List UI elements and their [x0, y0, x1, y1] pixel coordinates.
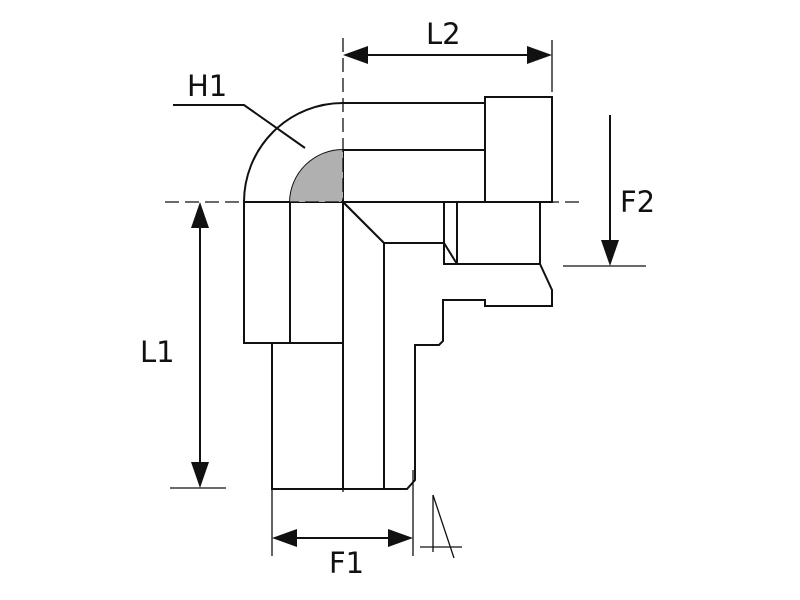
- label-l1: L1: [140, 335, 175, 369]
- section-hatch: [383, 242, 553, 490]
- dimension-f2: F2: [563, 115, 655, 267]
- male-thread: [271, 342, 344, 490]
- dimension-l2: L2: [343, 17, 553, 92]
- bore: [342, 199, 385, 490]
- dimension-l1: L1: [140, 202, 226, 489]
- female-thread: [456, 201, 541, 265]
- label-h1: H1: [187, 69, 227, 103]
- taper-thread-symbol: [420, 494, 462, 559]
- dimension-h1: H1: [173, 69, 306, 149]
- hex-nut: [484, 96, 553, 203]
- dimension-f1: F1: [271, 460, 414, 580]
- chamfer-face: [340, 201, 445, 244]
- label-f1: F1: [329, 546, 364, 580]
- label-f2: F2: [620, 185, 655, 219]
- label-l2: L2: [426, 17, 461, 51]
